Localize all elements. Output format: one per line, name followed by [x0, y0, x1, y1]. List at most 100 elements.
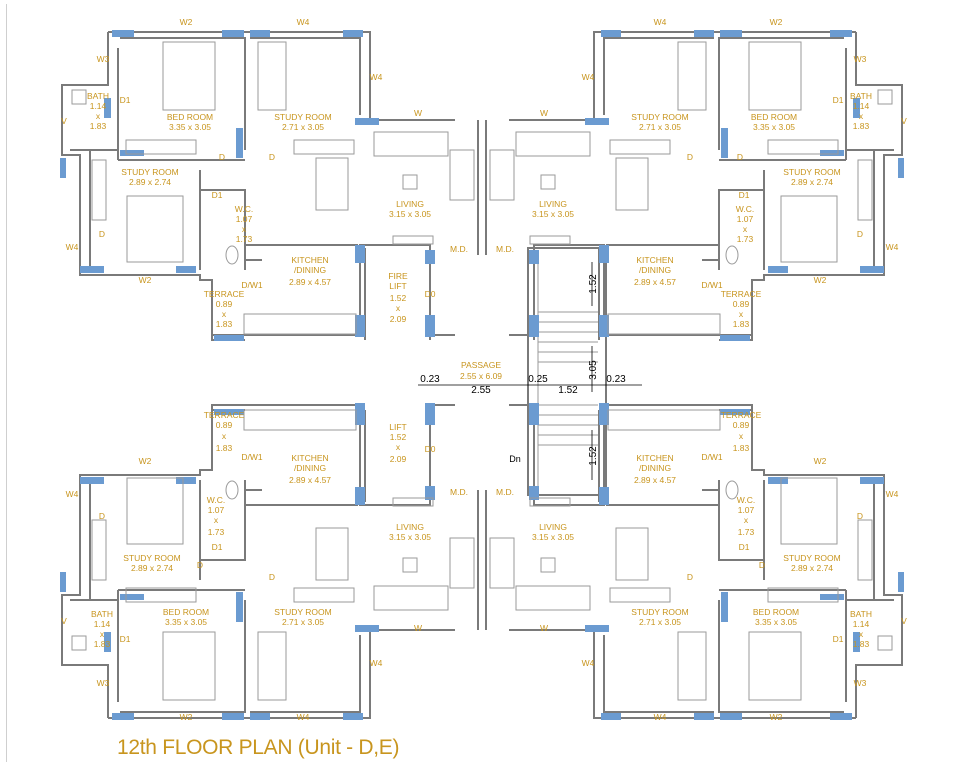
- bed-icon: [126, 477, 184, 545]
- svg-text:D/W1: D/W1: [701, 280, 723, 290]
- svg-text:3.15 x 3.05: 3.15 x 3.05: [389, 532, 431, 542]
- svg-text:W4: W4: [370, 72, 383, 82]
- svg-text:STUDY ROOM: STUDY ROOM: [631, 112, 688, 122]
- dimension-labels: 0.23 2.55 0.25 1.52 0.23 3.05 1.52 1.52 …: [420, 274, 626, 466]
- label-study-dim: 2.71 x 3.05: [282, 122, 324, 132]
- svg-text:D: D: [219, 152, 225, 162]
- svg-text:W4: W4: [886, 242, 899, 252]
- svg-text:V: V: [61, 116, 67, 126]
- svg-text:2.09: 2.09: [390, 314, 407, 324]
- svg-text:W4: W4: [297, 712, 310, 722]
- svg-text:2.89 x 4.57: 2.89 x 4.57: [634, 277, 676, 287]
- svg-text:1.83: 1.83: [733, 319, 750, 329]
- label-study2-dim: 2.89 x 2.74: [129, 177, 171, 187]
- svg-text:1.14: 1.14: [853, 619, 870, 629]
- svg-text:W4: W4: [66, 489, 79, 499]
- svg-text:2.89 x 2.74: 2.89 x 2.74: [791, 563, 833, 573]
- svg-text:W.C.: W.C.: [737, 495, 755, 505]
- label-study2: STUDY ROOM: [121, 167, 178, 177]
- svg-text:W4: W4: [582, 72, 595, 82]
- svg-text:D: D: [737, 152, 743, 162]
- svg-text:3.15 x 3.05: 3.15 x 3.05: [532, 209, 574, 219]
- svg-text:BED ROOM: BED ROOM: [163, 607, 209, 617]
- bed-icon: [677, 631, 707, 701]
- svg-text:D1: D1: [739, 542, 750, 552]
- svg-text:D0: D0: [425, 444, 436, 454]
- svg-text:D1: D1: [833, 634, 844, 644]
- svg-text:TERRACE: TERRACE: [721, 289, 762, 299]
- svg-text:x: x: [859, 111, 864, 121]
- svg-text:STUDY ROOM: STUDY ROOM: [123, 553, 180, 563]
- svg-text:BATH: BATH: [91, 609, 113, 619]
- label-passage: PASSAGE: [461, 360, 501, 370]
- svg-text:1.52: 1.52: [588, 274, 599, 294]
- svg-text:2.55 x 6.09: 2.55 x 6.09: [460, 371, 502, 381]
- svg-text:1.83: 1.83: [94, 639, 111, 649]
- stair-down-label: Dn: [509, 454, 521, 464]
- svg-text:LIVING: LIVING: [539, 199, 567, 209]
- label-lift: LIFT: [389, 422, 406, 432]
- svg-text:BATH: BATH: [850, 609, 872, 619]
- svg-text:1.73: 1.73: [236, 234, 253, 244]
- svg-text:W.C.: W.C.: [736, 204, 754, 214]
- page-border: [6, 4, 956, 762]
- svg-text:1.07: 1.07: [236, 214, 253, 224]
- label-living: LIVING: [396, 199, 424, 209]
- svg-text:x: x: [96, 111, 101, 121]
- svg-text:2.09: 2.09: [390, 454, 407, 464]
- svg-text:D/W1: D/W1: [701, 452, 723, 462]
- svg-text:1.14: 1.14: [94, 619, 111, 629]
- svg-text:BED ROOM: BED ROOM: [751, 112, 797, 122]
- svg-text:LIVING: LIVING: [396, 522, 424, 532]
- svg-text:1.83: 1.83: [216, 319, 233, 329]
- svg-text:KITCHEN: KITCHEN: [636, 453, 673, 463]
- bed-icon: [677, 41, 707, 111]
- label-fire: FIRE: [388, 271, 408, 281]
- svg-text:TERRACE: TERRACE: [204, 410, 245, 420]
- svg-text:x: x: [744, 515, 749, 525]
- svg-text:W4: W4: [66, 242, 79, 252]
- svg-text:x: x: [222, 431, 227, 441]
- svg-text:1.07: 1.07: [737, 214, 754, 224]
- svg-text:W3: W3: [854, 54, 867, 64]
- svg-text:D/W1: D/W1: [241, 452, 263, 462]
- svg-text:2.55: 2.55: [471, 385, 491, 396]
- svg-text:1.83: 1.83: [853, 639, 870, 649]
- svg-text:W2: W2: [770, 17, 783, 27]
- svg-text:x: x: [743, 224, 748, 234]
- svg-text:3.05: 3.05: [588, 360, 599, 380]
- svg-text:0.89: 0.89: [733, 299, 750, 309]
- svg-text:3.35 x 3.05: 3.35 x 3.05: [753, 122, 795, 132]
- bed-icon: [162, 41, 216, 111]
- svg-text:W3: W3: [97, 54, 110, 64]
- svg-text:M.D.: M.D.: [496, 244, 514, 254]
- svg-text:V: V: [61, 616, 67, 626]
- svg-text:STUDY ROOM: STUDY ROOM: [631, 607, 688, 617]
- svg-text:STUDY ROOM: STUDY ROOM: [783, 167, 840, 177]
- svg-text:W3: W3: [97, 678, 110, 688]
- svg-text:M.D.: M.D.: [450, 244, 468, 254]
- svg-text:W4: W4: [370, 658, 383, 668]
- svg-text:1.14: 1.14: [90, 101, 107, 111]
- label-kitchen: KITCHEN: [291, 255, 328, 265]
- svg-text:W: W: [414, 623, 422, 633]
- svg-text:D/W1: D/W1: [241, 280, 263, 290]
- svg-text:BED ROOM: BED ROOM: [753, 607, 799, 617]
- svg-text:2.71 x 3.05: 2.71 x 3.05: [282, 617, 324, 627]
- svg-text:V: V: [901, 116, 907, 126]
- room-labels: BED ROOM 3.35 x 3.05 STUDY ROOM 2.71 x 3…: [61, 17, 907, 722]
- svg-text:D: D: [99, 511, 105, 521]
- svg-text:2.71 x 3.05: 2.71 x 3.05: [639, 122, 681, 132]
- svg-text:STUDY ROOM: STUDY ROOM: [274, 607, 331, 617]
- svg-text:TERRACE: TERRACE: [721, 410, 762, 420]
- svg-text:KITCHEN: KITCHEN: [636, 255, 673, 265]
- svg-text:x: x: [396, 442, 401, 452]
- svg-text:1.07: 1.07: [738, 505, 755, 515]
- svg-text:3.15 x 3.05: 3.15 x 3.05: [532, 532, 574, 542]
- svg-text:1.52: 1.52: [390, 293, 407, 303]
- svg-text:W2: W2: [814, 275, 827, 285]
- svg-text:W2: W2: [139, 456, 152, 466]
- svg-text:W2: W2: [814, 456, 827, 466]
- svg-text:x: x: [222, 309, 227, 319]
